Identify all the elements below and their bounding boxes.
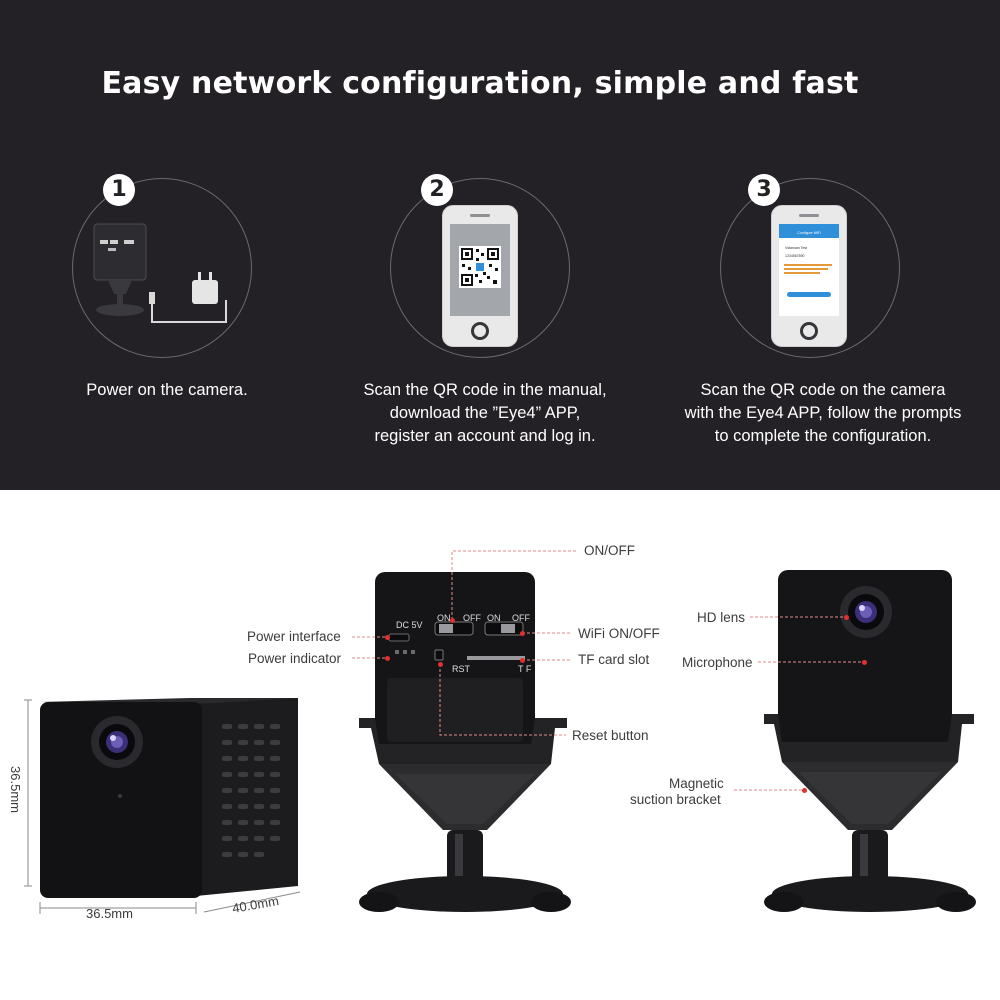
app-confirm-button [787, 292, 831, 297]
back-label-rst: RST [452, 664, 470, 674]
dot-on-off [450, 618, 455, 623]
label-magnetic-line2: suction bracket [630, 792, 721, 807]
camera-and-charger-illustration [93, 223, 227, 323]
back-label-on2: ON [487, 613, 501, 623]
step-3-circle [720, 178, 900, 358]
phone-with-qr-illustration [442, 205, 518, 347]
label-power-indicator: Power indicator [248, 651, 342, 666]
back-label-off2: OFF [512, 613, 530, 623]
dot-hd-lens [844, 615, 849, 620]
label-microphone: Microphone [682, 655, 753, 670]
app-password: 1234567890 [785, 254, 805, 258]
back-label-tf: T F [518, 664, 532, 674]
camera-front-view-stand [764, 570, 976, 912]
app-title: Configure WiFi [797, 231, 821, 235]
app-ssid: Vstarcam Test [785, 246, 808, 250]
dot-microphone [862, 660, 867, 665]
back-label-on1: ON [437, 613, 451, 623]
step-3-text: Scan the QR code on the camera with the … [684, 381, 962, 445]
step-2-badge: 2 [421, 174, 453, 206]
label-on-off: ON/OFF [584, 543, 635, 558]
step-2-circle [390, 178, 570, 358]
camera-front-view-dimensions [24, 698, 301, 914]
app-header-bar [779, 224, 839, 238]
back-label-dc: DC 5V [396, 620, 423, 630]
label-tf-card-slot: TF card slot [578, 652, 650, 667]
label-magnetic-line1: Magnetic [669, 776, 724, 791]
step-1-badge: 1 [103, 174, 135, 206]
step-1-circle [72, 178, 252, 358]
back-label-off1: OFF [463, 613, 481, 623]
dimension-width: 36.5mm [86, 906, 133, 921]
dot-power-indicator [385, 656, 390, 661]
camera-back-view [359, 572, 571, 912]
step-1-text: Power on the camera. [86, 381, 248, 399]
dot-power-interface [385, 635, 390, 640]
phone-with-app-illustration: Configure WiFi Vstarcam Test 1234567890 [771, 205, 847, 347]
label-hd-lens: HD lens [697, 610, 746, 625]
headline: Easy network configuration, simple and f… [101, 66, 859, 101]
dot-tf [520, 658, 525, 663]
label-power-interface: Power interface [247, 629, 341, 644]
dot-magnetic [802, 788, 807, 793]
label-reset-button: Reset button [572, 728, 649, 743]
qr-code-icon [459, 246, 501, 288]
dot-wifi [520, 631, 525, 636]
dot-reset [438, 662, 443, 667]
step-2-text: Scan the QR code in the manual, download… [363, 381, 607, 445]
step-3-badge: 3 [748, 174, 780, 206]
label-wifi-on-off: WiFi ON/OFF [578, 626, 660, 641]
top-banner: Easy network configuration, simple and f… [0, 0, 1000, 490]
vent-grid [222, 724, 280, 857]
